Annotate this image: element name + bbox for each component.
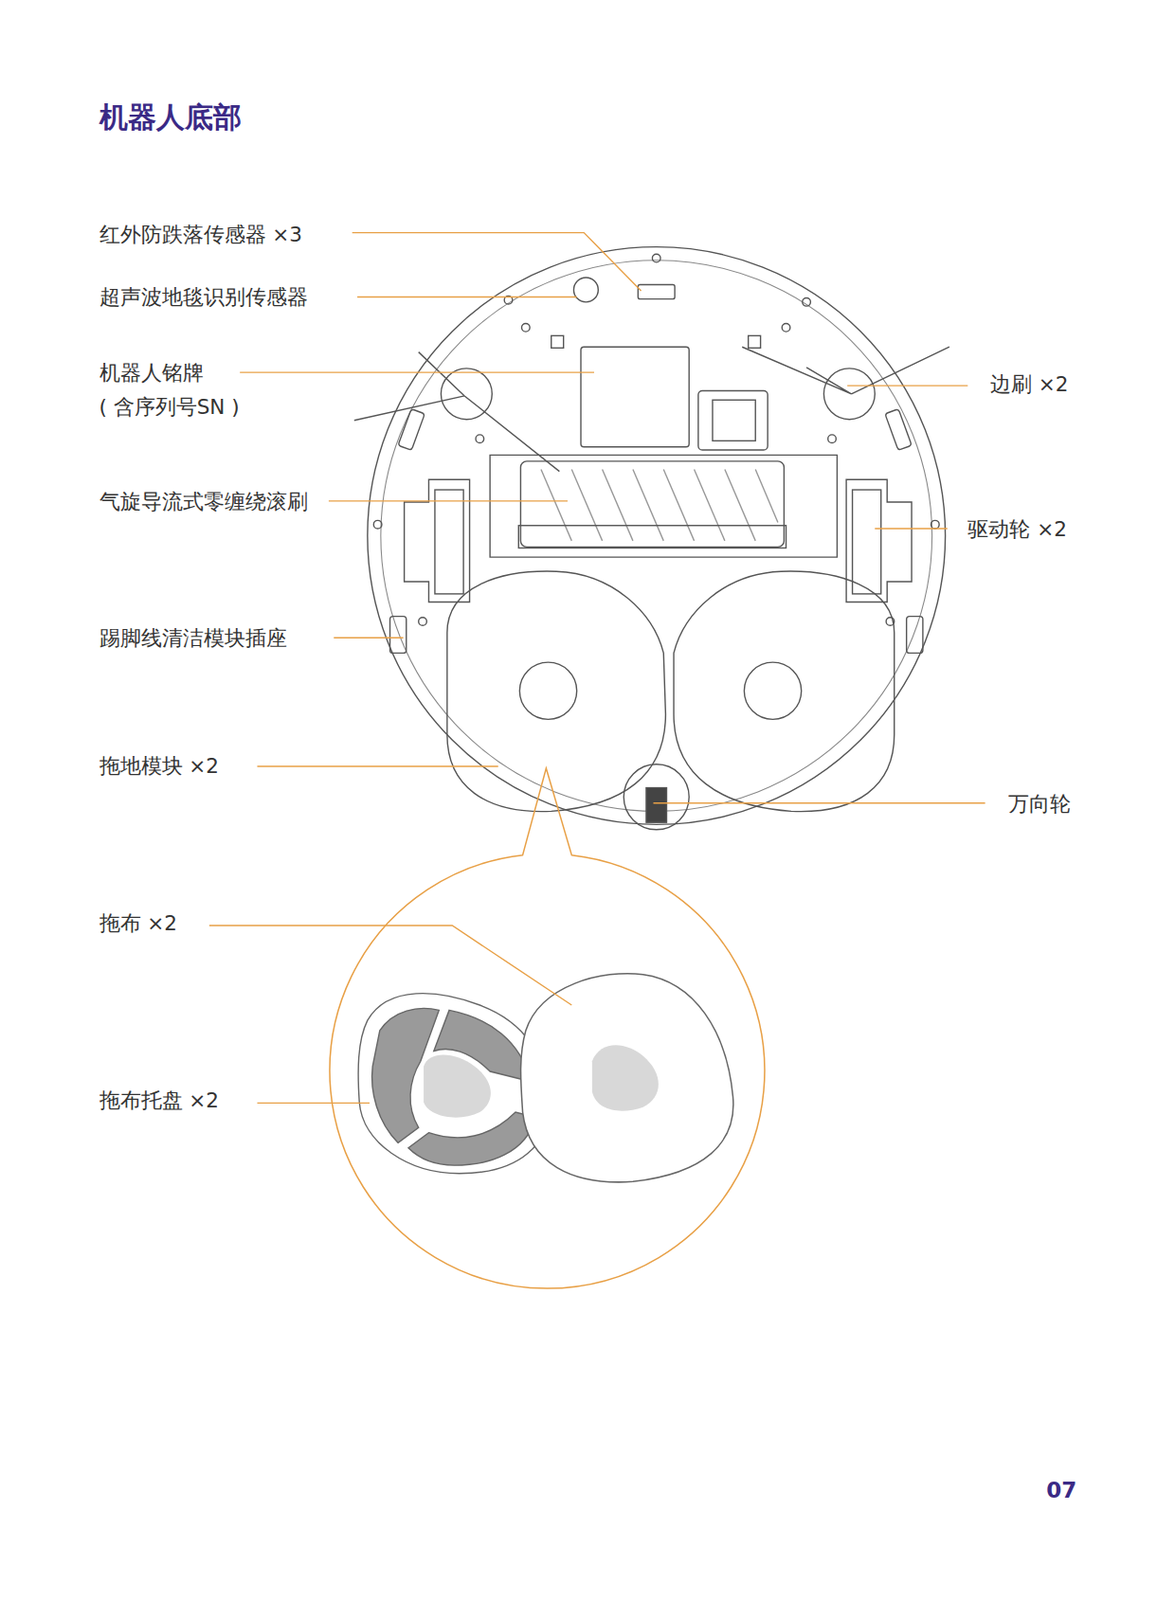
part-label: 气旋导流式零缠绕滚刷	[99, 489, 308, 515]
part-label: 驱动轮 ×2	[967, 517, 1067, 543]
part-label: 超声波地毯识别传感器	[99, 285, 308, 310]
part-label: 拖布托盘 ×2	[99, 1089, 220, 1115]
part-label: 踢脚线清洁模块插座	[99, 626, 288, 651]
part-label: 机器人铭牌	[99, 361, 204, 386]
part-label: 万向轮	[1008, 792, 1071, 817]
part-label: 拖布 ×2	[99, 911, 179, 937]
part-label: 边刷 ×2	[990, 372, 1069, 398]
page-title: 机器人底部	[99, 100, 242, 135]
part-label: 拖地模块 ×2	[99, 754, 220, 779]
part-note: ( 含序列号SN )	[99, 395, 240, 420]
page-number: 07	[1046, 1478, 1077, 1505]
part-label: 红外防跌落传感器 ×3	[99, 222, 304, 248]
